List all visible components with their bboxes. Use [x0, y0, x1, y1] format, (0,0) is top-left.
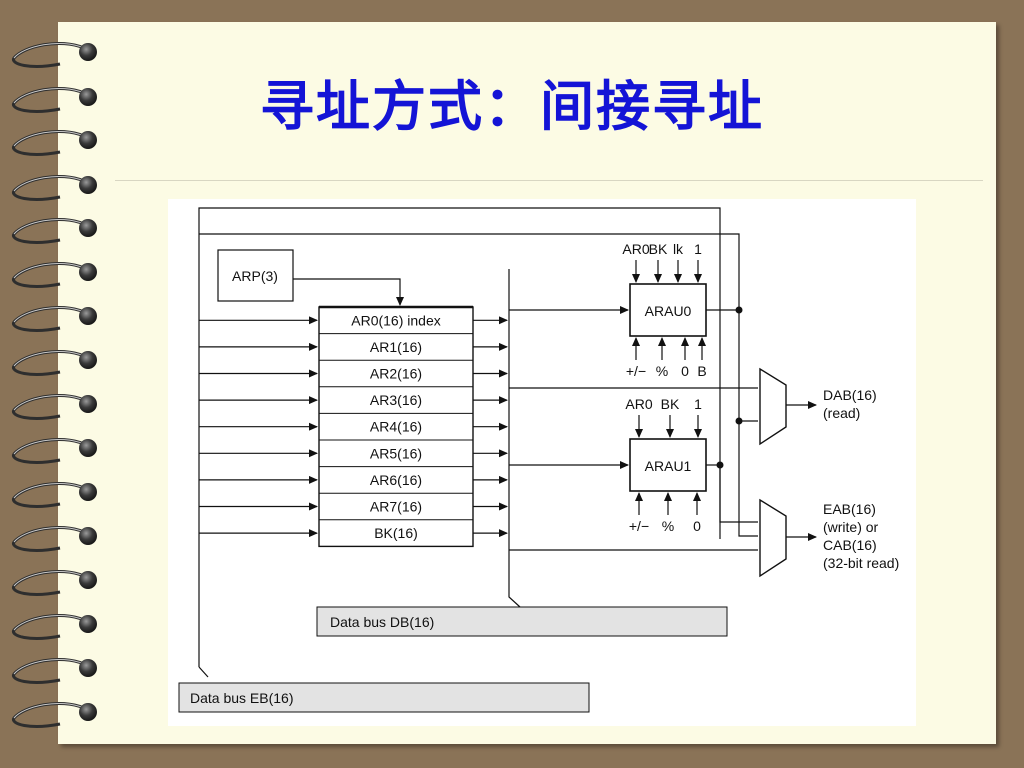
register-file-box [318, 306, 474, 548]
binding-ring [12, 174, 97, 201]
binding-ring [12, 481, 97, 508]
arau-input-label: +/− [626, 363, 646, 379]
cab-read-label: (32-bit read) [823, 555, 899, 571]
binding-ring [12, 41, 97, 68]
binding-ring [12, 217, 97, 244]
arau-input-label: BK [649, 241, 668, 257]
dab-mux [759, 367, 787, 446]
arau0-box [629, 283, 707, 337]
arp-to-registers-line [293, 278, 404, 306]
dab-label: DAB(16) [823, 387, 877, 403]
register-label: AR7(16) [370, 499, 422, 515]
binding-ring [12, 437, 97, 464]
data-bus-eb [178, 682, 590, 713]
eab-label: EAB(16) [823, 501, 876, 517]
data-bus-eb-label: Data bus EB(16) [190, 690, 294, 706]
arau1-output-node [716, 461, 724, 469]
binding-ring [12, 525, 97, 552]
arau0-label: ARAU0 [645, 303, 692, 319]
binding-ring [12, 261, 97, 288]
eab-mux [759, 498, 787, 578]
arau-input-label: BK [661, 396, 680, 412]
register-output-bus [508, 269, 521, 608]
register-label: AR0(16) index [351, 312, 441, 328]
arau-input-label: 1 [694, 396, 702, 412]
arau-input-label: 0 [693, 518, 701, 534]
dab-junction-node [735, 417, 743, 425]
register-label: AR2(16) [370, 366, 422, 382]
arau0-feedback-line [199, 233, 740, 310]
arp-box [217, 249, 294, 302]
spiral-binding [12, 41, 97, 728]
data-bus-db [316, 606, 728, 637]
eab-write-label: (write) or [823, 519, 879, 535]
register-label: AR6(16) [370, 472, 422, 488]
binding-ring [12, 569, 97, 596]
register-label: AR3(16) [370, 392, 422, 408]
register-label: AR5(16) [370, 445, 422, 461]
binding-ring [12, 613, 97, 640]
binding-ring [12, 129, 97, 156]
binding-ring [12, 657, 97, 684]
slide-title: 寻址方式：间接寻址 [260, 75, 764, 138]
arau1-label: ARAU1 [645, 458, 692, 474]
data-bus-db-label: Data bus DB(16) [330, 614, 434, 630]
binding-ring [12, 349, 97, 376]
binding-ring [12, 701, 97, 728]
register-label: AR1(16) [370, 339, 422, 355]
arau-input-label: lk [673, 241, 684, 257]
binding-ring [12, 86, 97, 113]
arau-input-label: % [662, 518, 674, 534]
arau-input-label: 0 [681, 363, 689, 379]
arau-input-label: AR0 [622, 241, 649, 257]
cab-label: CAB(16) [823, 537, 877, 553]
arau-input-label: % [656, 363, 668, 379]
eb-bus-entry-line [198, 666, 209, 678]
arau0-output-node [735, 306, 743, 314]
register-label: BK(16) [374, 525, 418, 541]
eb-feedback-line [198, 207, 758, 667]
title-divider [115, 180, 983, 181]
arau-input-label: +/− [629, 518, 649, 534]
arp-label: ARP(3) [232, 268, 278, 284]
arau-input-label: AR0 [625, 396, 652, 412]
binding-ring [12, 393, 97, 420]
arau-input-label: 1 [694, 241, 702, 257]
dab-read-label: (read) [823, 405, 860, 421]
arau-input-label: B [697, 363, 706, 379]
binding-ring [12, 305, 97, 332]
eab-mux-feed-line [738, 310, 758, 537]
register-label: AR4(16) [370, 419, 422, 435]
